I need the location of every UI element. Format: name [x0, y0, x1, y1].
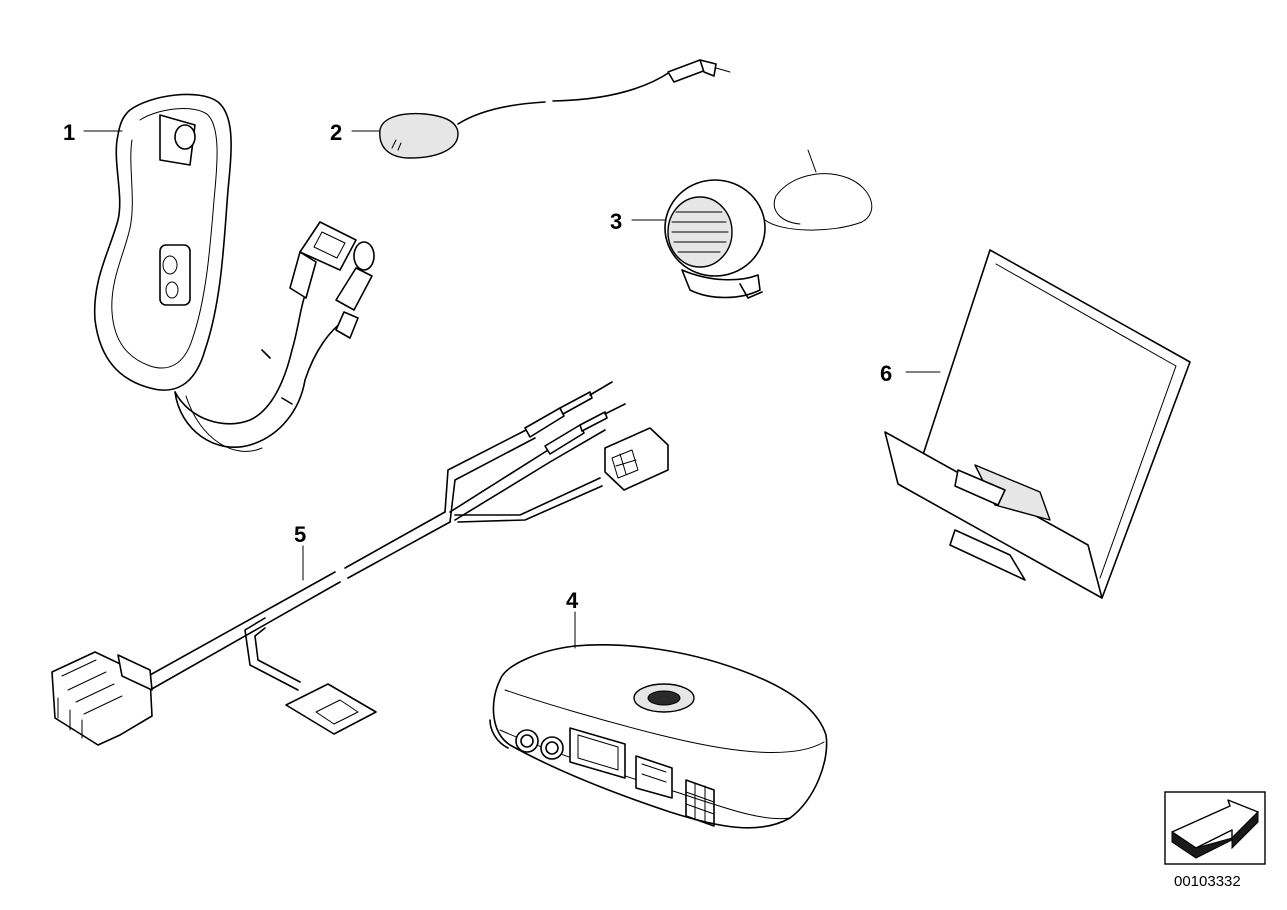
part-1-cradle[interactable] [93, 93, 375, 452]
callout-3: 3 [610, 209, 622, 234]
callout-6: 6 [880, 361, 892, 386]
part-2-microphone[interactable] [379, 59, 731, 159]
callout-4: 4 [566, 588, 579, 613]
callout-5: 5 [294, 522, 306, 547]
document-symbol-icon [1164, 791, 1266, 865]
part-6-holder-plate[interactable] [884, 249, 1191, 599]
part-3-speaker[interactable] [664, 149, 873, 299]
part-4-control-unit[interactable] [489, 644, 828, 829]
part-5-wiring-harness[interactable] [51, 381, 669, 746]
callout-1: 1 [63, 120, 75, 145]
document-number: 00103332 [1174, 873, 1241, 890]
callout-2: 2 [330, 120, 342, 145]
